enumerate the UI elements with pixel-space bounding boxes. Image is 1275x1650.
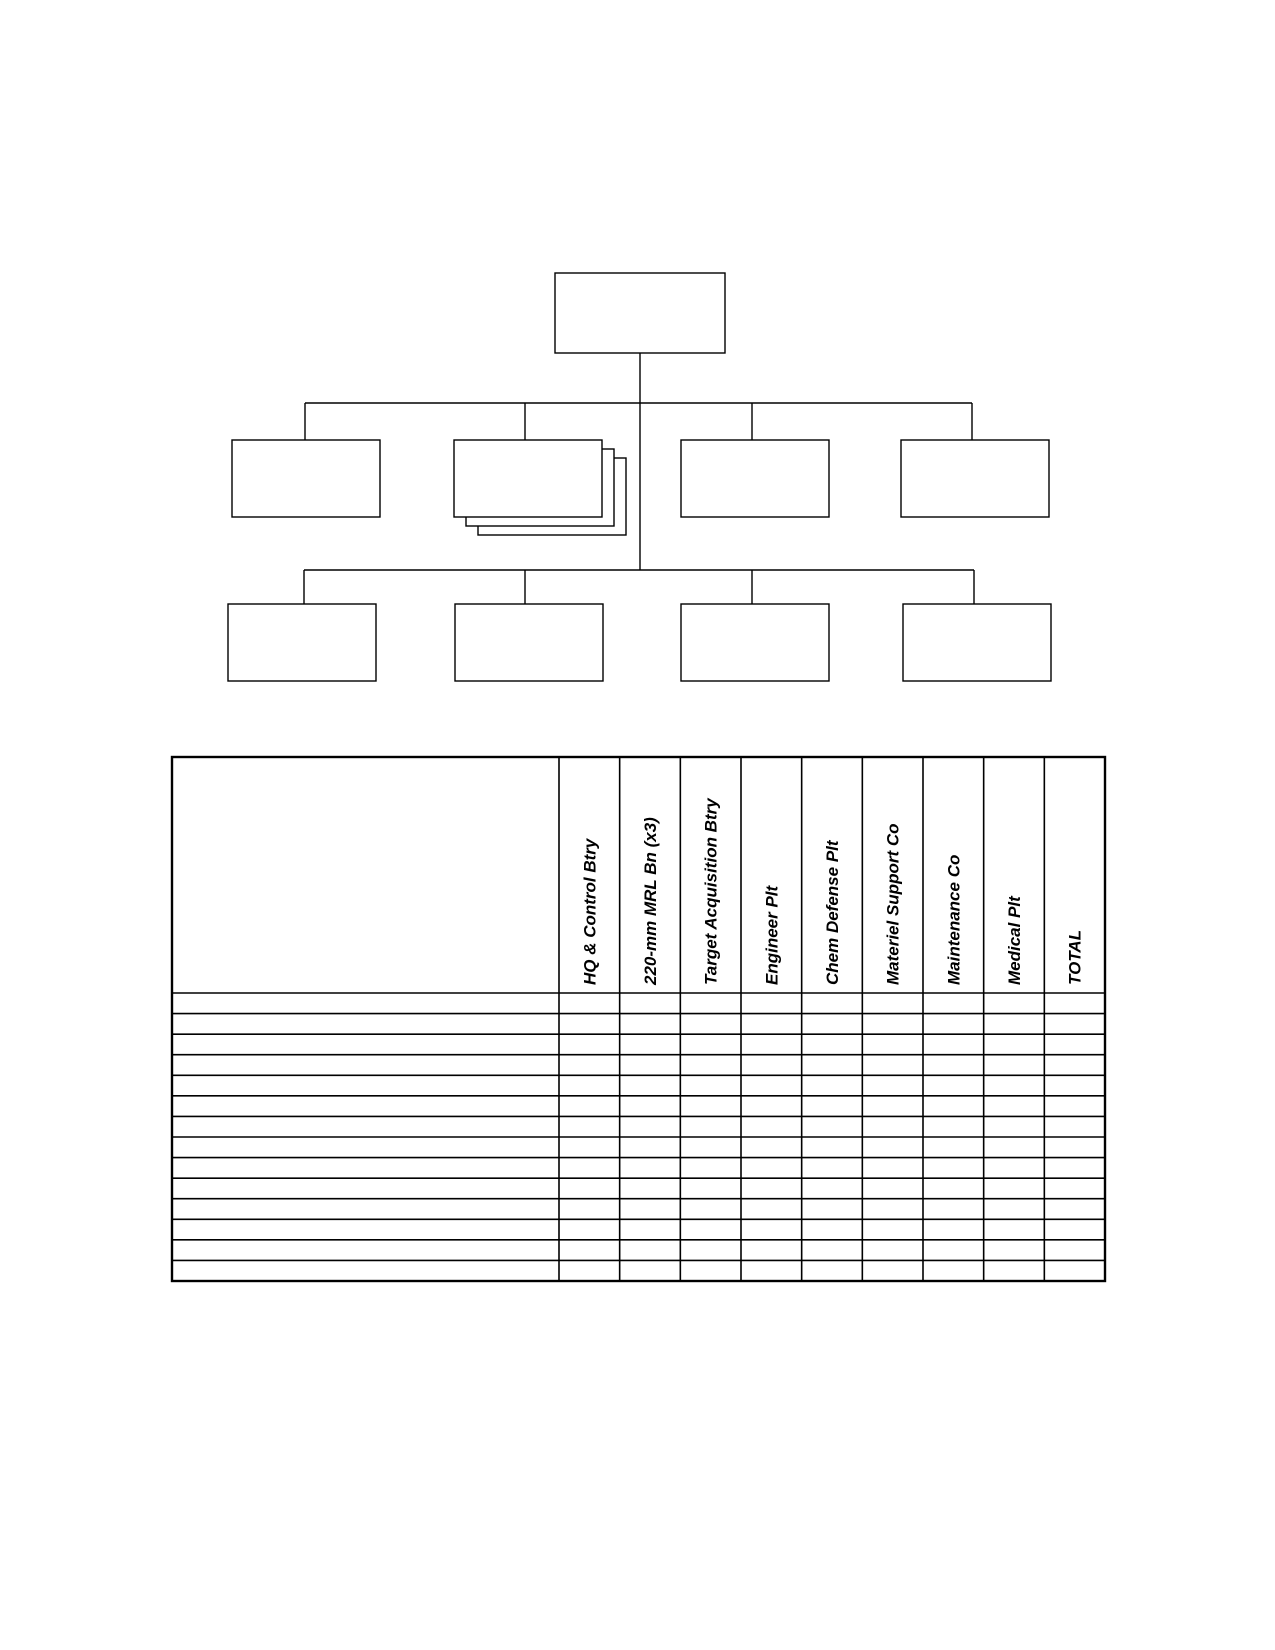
column-header: Engineer Plt	[762, 884, 781, 985]
org-connectors	[303, 353, 975, 604]
staff-unit-box-1	[231, 439, 381, 518]
staff-unit-box-3	[680, 439, 830, 518]
column-header: Chem Defense Plt	[823, 839, 842, 985]
subordinate-unit-box-3	[680, 603, 830, 682]
column-header: TOTAL	[1066, 930, 1085, 985]
column-header: HQ & Control Btry	[580, 837, 599, 985]
subordinate-unit-box-4	[902, 603, 1052, 682]
table-border	[170, 755, 1107, 1283]
table-grid	[170, 755, 1107, 1283]
staff-unit-box-4	[900, 439, 1050, 518]
subordinate-unit-box-1	[227, 603, 377, 682]
column-header: 220-mm MRL Bn (x3)	[641, 817, 660, 986]
command-box	[554, 272, 726, 354]
org-chart	[227, 272, 1052, 682]
table-headers: HQ & Control Btry 220-mm MRL Bn (x3) Targe…	[580, 797, 1084, 986]
column-header: Target Acquisition Btry	[702, 797, 721, 985]
staff-unit-box-2-stacked	[453, 439, 627, 536]
column-header: Maintenance Co	[944, 855, 963, 985]
column-header: Materiel Support Co	[884, 823, 903, 985]
column-header: Medical Plt	[1005, 895, 1024, 985]
subordinate-unit-box-2	[454, 603, 604, 682]
